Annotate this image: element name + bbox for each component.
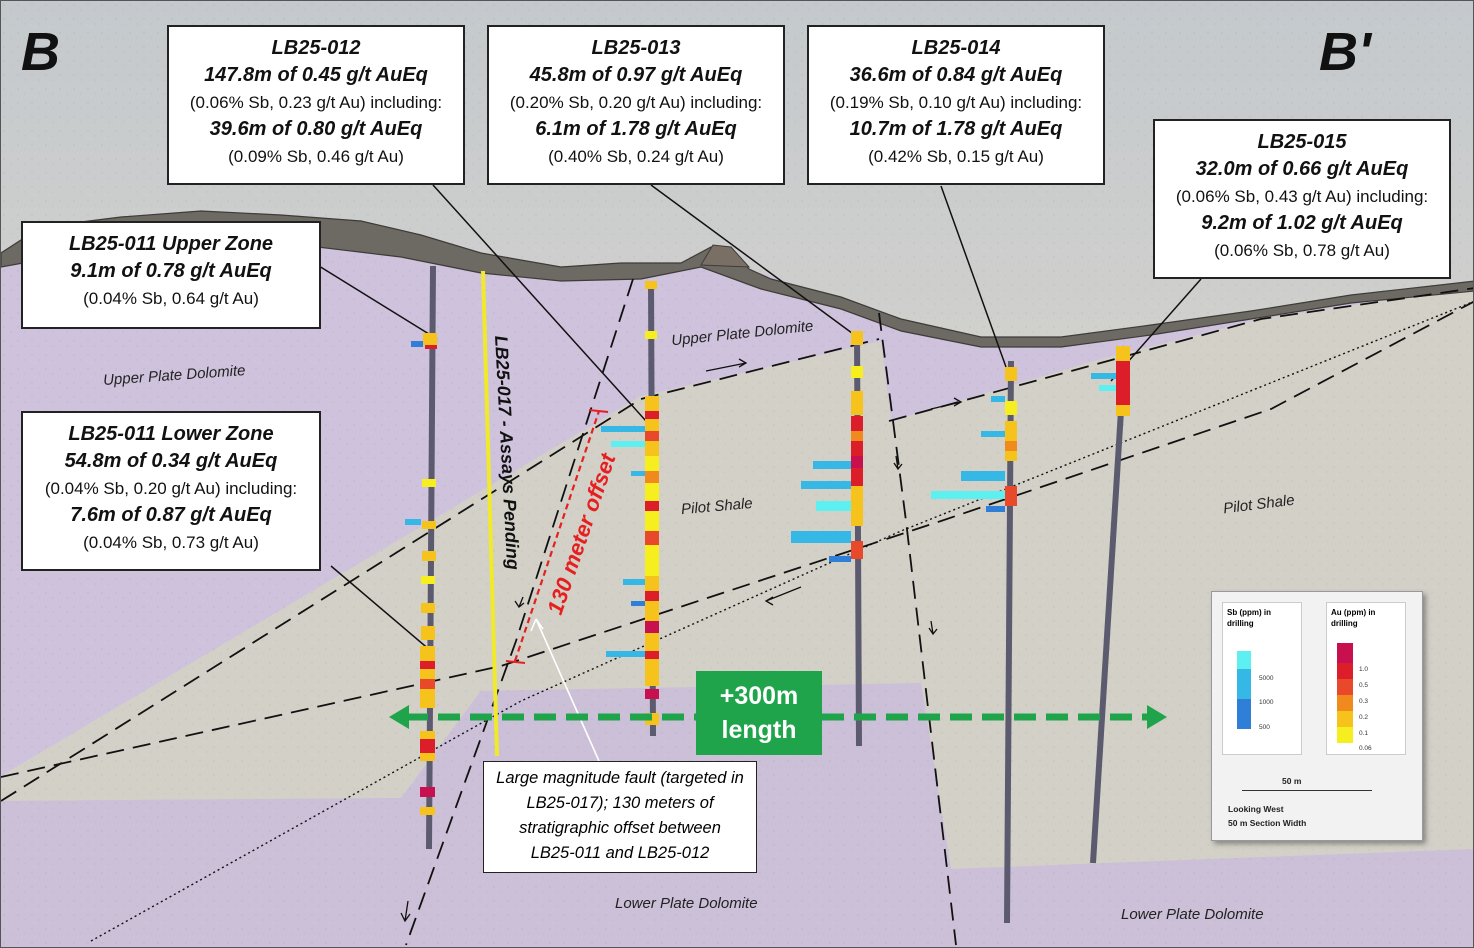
legend-sb-swatch [1237, 669, 1251, 699]
legend-au-panel: Au (ppm) in drilling 1.0 0.5 0.3 0.2 0.1… [1326, 602, 1406, 755]
unit-label-lower-plate-dolomite-right: Lower Plate Dolomite [1121, 906, 1264, 923]
callout-line: 32.0m of 0.66 g/t AuEq [1195, 158, 1409, 180]
callout-lb25-011-lower-zone: LB25-011 Lower Zone 54.8m of 0.34 g/t Au… [21, 411, 321, 571]
callout-line: 7.6m of 0.87 g/t AuEq [70, 504, 272, 526]
legend-au-title: Au (ppm) in drilling [1331, 608, 1376, 628]
callout-line: (0.40% Sb, 0.24 g/t Au) [548, 147, 724, 166]
callout-lb25-013: LB25-013 45.8m of 0.97 g/t AuEq (0.20% S… [487, 25, 785, 185]
legend-section-width: 50 m Section Width [1228, 818, 1307, 828]
legend-sb-panel: Sb (ppm) in drilling 5000 1000 500 [1222, 602, 1302, 755]
callout-lb25-012: LB25-012 147.8m of 0.45 g/t AuEq (0.06% … [167, 25, 465, 185]
callout-line: 9.2m of 1.02 g/t AuEq [1201, 212, 1403, 234]
callout-line: (0.04% Sb, 0.64 g/t Au) [83, 289, 259, 308]
callout-line: 10.7m of 1.78 g/t AuEq [849, 118, 1063, 140]
legend-scale-bar [1242, 790, 1372, 791]
callout-line: 36.6m of 0.84 g/t AuEq [849, 64, 1063, 86]
callout-line: 39.6m of 0.80 g/t AuEq [209, 118, 423, 140]
callout-lb25-015: LB25-015 32.0m of 0.66 g/t AuEq (0.06% S… [1153, 119, 1451, 279]
topographic-knob [700, 244, 751, 268]
fault-lines [1, 278, 1473, 946]
drill-hole-lb25-015 [1090, 345, 1130, 864]
callout-line: (0.09% Sb, 0.46 g/t Au) [228, 147, 404, 166]
length-value: +300m [719, 682, 799, 710]
legend: Sb (ppm) in drilling 5000 1000 500 Au (p… [1211, 591, 1423, 841]
legend-au-swatch [1337, 711, 1353, 727]
legend-sb-tick: 500 [1259, 724, 1270, 731]
legend-scale-label: 50 m [1282, 776, 1302, 786]
legend-sb-title: Sb (ppm) in drilling [1227, 608, 1271, 628]
callout-line: 147.8m of 0.45 g/t AuEq [204, 64, 428, 86]
callout-line: 6.1m of 1.78 g/t AuEq [535, 118, 737, 140]
callout-title: LB25-011 Lower Zone [68, 423, 274, 445]
topographic-surface [1, 210, 1473, 348]
legend-sb-tick: 5000 [1259, 675, 1274, 682]
fault-note-line: LB25-017); 130 meters of [526, 794, 714, 812]
legend-au-swatch [1337, 643, 1353, 663]
drill-hole-lb25-014 [931, 360, 1017, 924]
legend-au-tick: 0.1 [1359, 730, 1369, 737]
callout-title: LB25-012 [271, 37, 361, 59]
legend-sb-tick: 1000 [1259, 699, 1274, 706]
callout-lb25-014: LB25-014 36.6m of 0.84 g/t AuEq (0.19% S… [807, 25, 1105, 185]
legend-sb-swatch [1237, 699, 1251, 729]
callout-line: 54.8m of 0.34 g/t AuEq [64, 450, 278, 472]
note-arrow-head [530, 618, 544, 632]
legend-au-swatch [1337, 679, 1353, 695]
length-word: length [721, 716, 797, 744]
callout-line: 45.8m of 0.97 g/t AuEq [529, 64, 743, 86]
legend-au-swatch [1337, 695, 1353, 711]
legend-sb-swatch [1237, 651, 1251, 669]
fault-note-line: stratigraphic offset between [519, 819, 721, 837]
callout-line: (0.20% Sb, 0.20 g/t Au) including: [509, 93, 763, 112]
callout-line: (0.04% Sb, 0.73 g/t Au) [83, 533, 259, 552]
legend-au-tick: 1.0 [1359, 666, 1369, 673]
pending-drill-hole-lb25-017 [481, 270, 499, 757]
callout-leaders [318, 184, 1202, 762]
callout-line: (0.06% Sb, 0.23 g/t Au) including: [189, 93, 443, 112]
callout-line: (0.42% Sb, 0.15 g/t Au) [868, 147, 1044, 166]
callout-title: LB25-015 [1257, 131, 1347, 153]
callout-line: (0.06% Sb, 0.43 g/t Au) including: [1175, 187, 1429, 206]
legend-view-direction: Looking West [1228, 804, 1284, 814]
legend-au-tick: 0.2 [1359, 714, 1369, 721]
fault-note: Large magnitude fault (targeted in LB25-… [483, 761, 757, 873]
callout-line: 9.1m of 0.78 g/t AuEq [70, 260, 272, 282]
callout-title: LB25-011 Upper Zone [68, 233, 274, 255]
callout-line: (0.06% Sb, 0.78 g/t Au) [1214, 241, 1390, 260]
legend-au-tick: 0.06 [1359, 745, 1372, 752]
drill-hole-lb25-011 [405, 265, 437, 850]
unit-label-lower-plate-dolomite-mid: Lower Plate Dolomite [615, 895, 758, 912]
drill-hole-lb25-013 [791, 330, 863, 747]
callout-title: LB25-013 [591, 37, 681, 59]
callout-line: (0.19% Sb, 0.10 g/t Au) including: [829, 93, 1083, 112]
section-start-label: B [21, 22, 60, 82]
legend-au-tick: 0.3 [1359, 698, 1369, 705]
legend-au-swatch [1337, 727, 1353, 743]
drill-hole-lb25-012 [601, 280, 659, 737]
offset-marker [505, 409, 609, 664]
length-badge: +300m length [696, 671, 822, 755]
legend-au-tick: 0.5 [1359, 682, 1369, 689]
callout-lb25-011-upper-zone: LB25-011 Upper Zone 9.1m of 0.78 g/t AuE… [21, 221, 321, 329]
fault-note-line: Large magnitude fault (targeted in [496, 769, 744, 787]
fault-movement-arrows [400, 358, 963, 923]
fault-note-line: LB25-011 and LB25-012 [530, 844, 710, 862]
callout-line: (0.04% Sb, 0.20 g/t Au) including: [44, 479, 298, 498]
callout-title: LB25-014 [911, 37, 1001, 59]
section-end-label: B' [1319, 22, 1371, 82]
legend-au-swatch [1337, 663, 1353, 679]
